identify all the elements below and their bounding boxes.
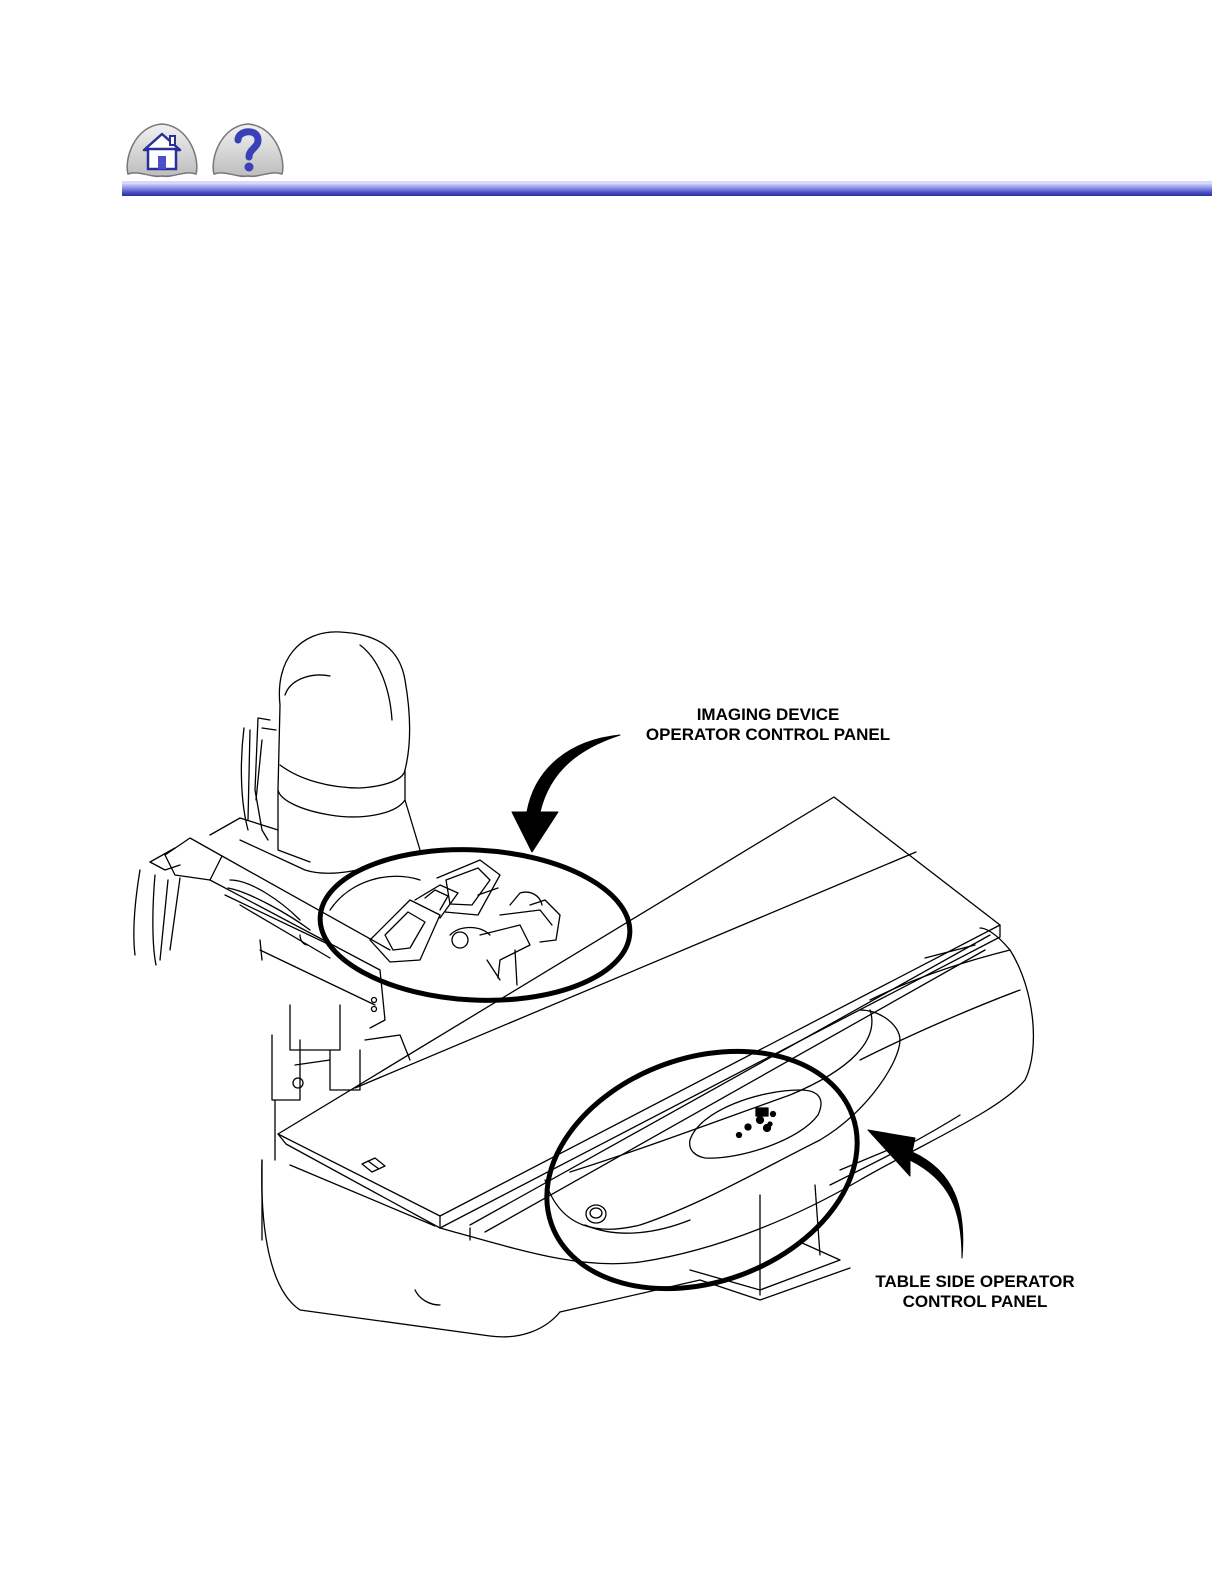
imaging-device-dome — [210, 632, 420, 873]
table-base — [262, 1100, 850, 1337]
table-panel-label: TABLE SIDE OPERATOR CONTROL PANEL — [860, 1272, 1090, 1312]
table-side-panel — [585, 1090, 821, 1233]
table-panel-label-line1: TABLE SIDE OPERATOR — [860, 1272, 1090, 1292]
support-column — [272, 1005, 410, 1100]
table-body — [440, 928, 1033, 1264]
arm-rail — [134, 838, 390, 1028]
callout-ellipses — [316, 842, 890, 1330]
table-panel-label-line2: CONTROL PANEL — [860, 1292, 1090, 1312]
callout-arrows — [512, 735, 963, 1258]
imaging-panel-label-line2: OPERATOR CONTROL PANEL — [630, 725, 906, 745]
imaging-control-panel — [330, 860, 560, 985]
imaging-panel-label-line1: IMAGING DEVICE — [630, 705, 906, 725]
imaging-panel-label: IMAGING DEVICE OPERATOR CONTROL PANEL — [630, 705, 906, 745]
imaging-panel-highlight — [316, 842, 633, 1008]
imaging-arrow — [512, 735, 620, 852]
